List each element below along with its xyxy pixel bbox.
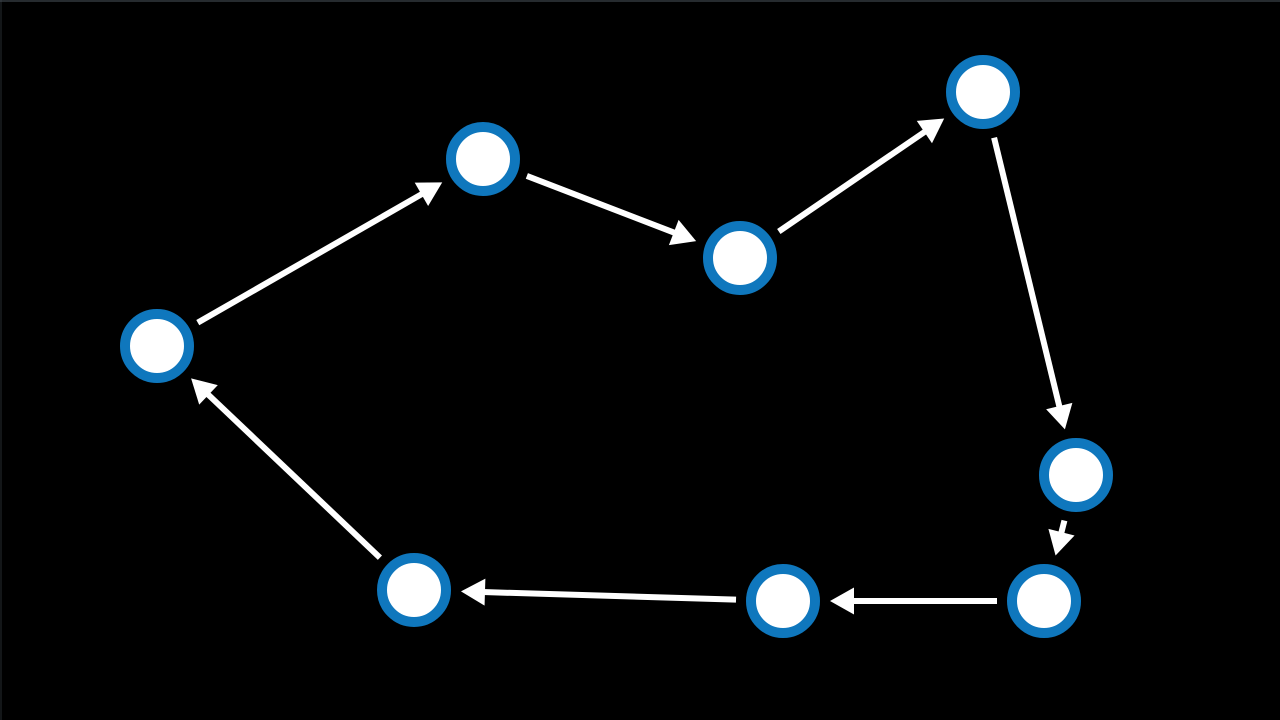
graph-edge-n8-n1 [204,391,382,560]
graph-node-n8 [377,553,451,627]
graph-edge-n7-n8 [482,589,737,603]
arrowhead-icon [1046,402,1073,430]
graph-node-n3 [703,221,777,295]
graph-node-n4 [946,55,1020,129]
graph-edge-n5-n6 [1058,519,1068,535]
arrowhead-icon [1048,528,1075,556]
arrowhead-icon [916,118,945,144]
graph-edge-n2-n3 [525,173,677,236]
graph-edge-n4-n5 [991,136,1063,409]
arrowhead-icon [668,219,697,246]
arrowhead-icon [414,182,443,207]
graph-node-n7 [746,564,820,638]
graph-node-n2 [446,122,520,196]
graph-edge-n3-n4 [777,128,928,234]
graph-node-n6 [1007,564,1081,638]
arrowhead-icon [191,378,218,405]
graph-node-n1 [120,309,194,383]
arrowhead-icon [830,587,854,615]
graph-node-n5 [1039,438,1113,512]
arrowhead-icon [460,578,486,606]
graph-edge-n1-n2 [196,190,425,326]
